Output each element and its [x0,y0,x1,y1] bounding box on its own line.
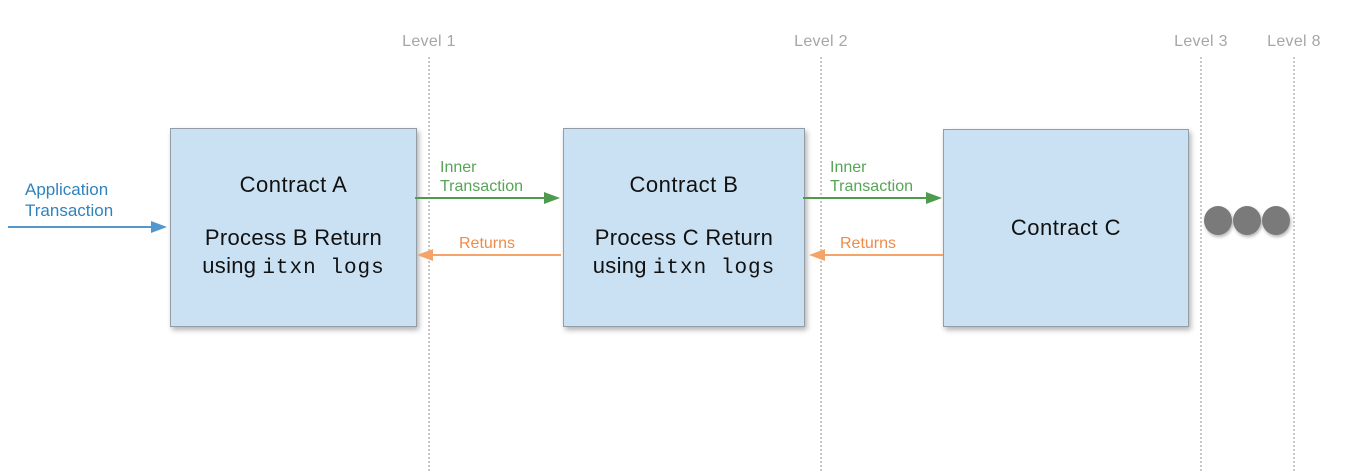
application-transaction-label: Application Transaction [25,180,114,220]
application-transaction-arrow [8,221,167,233]
arrowhead-right-icon [151,221,167,233]
level-3-label: Level 3 [1174,33,1228,50]
level-3-dashed-line [1200,57,1202,471]
level-2-label: Level 2 [794,33,848,50]
arrowhead-right-icon [926,192,942,204]
contract-c-title: Contract C [1010,215,1122,240]
inner-transaction-2-label: Inner Transaction [830,159,913,195]
returns-1-arrow [417,249,561,261]
ellipsis-dot-icon [1204,206,1232,235]
contract-b-title: Contract B [629,172,739,197]
level-2-dashed-line [820,57,822,471]
inner-transaction-1-arrow [415,192,560,204]
level-1-dashed-line [428,57,430,471]
itxn-logs-code: itxn logs [262,257,385,280]
using-word: using [592,253,647,278]
continuation-ellipsis-icon [1204,206,1290,235]
itxn-logs-code: itxn logs [652,257,776,280]
using-word: using [202,253,257,278]
contract-b-process-line: Process C Return [594,225,774,250]
contract-c-box: Contract C [943,129,1189,327]
inner-transaction-2-arrow [803,192,942,204]
arrowhead-left-icon [809,249,825,261]
level-8-label: Level 8 [1267,33,1321,50]
returns-2-label: Returns [840,235,897,252]
level-8-dashed-line [1293,57,1295,471]
returns-1-label: Returns [459,235,516,252]
contract-a-title: Contract A [239,172,348,197]
contract-a-process-line: Process B Return [204,225,383,250]
ellipsis-dot-icon [1233,206,1261,235]
arrowhead-left-icon [417,249,433,261]
level-1-label: Level 1 [402,33,456,50]
inner-transaction-1-label: Inner Transaction [440,159,523,195]
arrowhead-right-icon [544,192,560,204]
returns-2-arrow [809,249,943,261]
ellipsis-dot-icon [1262,206,1290,235]
